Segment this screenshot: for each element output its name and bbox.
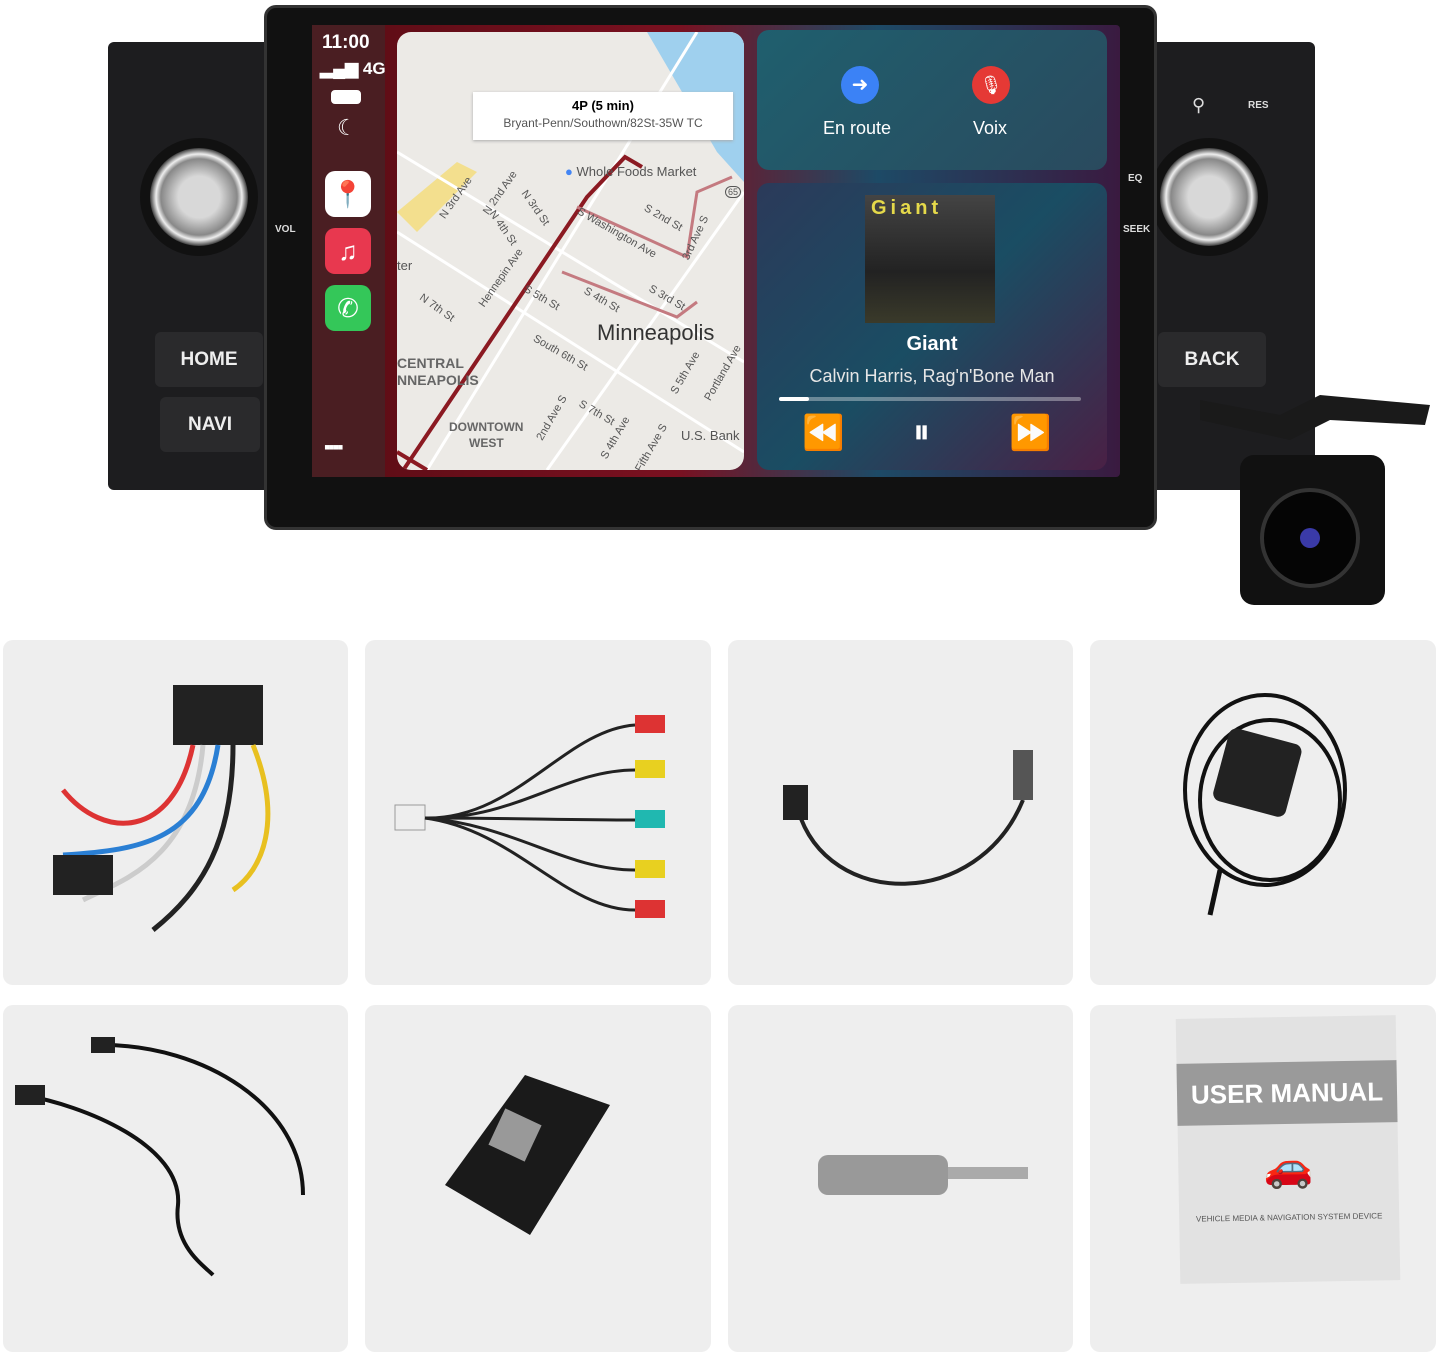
album-art: Giant [865,195,995,323]
directions-icon[interactable]: ➜ [841,66,879,104]
accessory-user-manual: USER MANUAL 🚗 VEHICLE MEDIA & NAVIGATION… [1090,1005,1436,1352]
accessory-rca-cable [365,640,711,985]
track-artist: Calvin Harris, Rag'n'Bone Man [809,366,1055,386]
album-art-title: Giant [871,197,943,219]
en-route-label[interactable]: En route [823,118,892,138]
backup-camera [1200,395,1430,605]
fast-forward-icon[interactable]: ⏩ [1009,414,1052,452]
manual-booklet: USER MANUAL 🚗 VEHICLE MEDIA & NAVIGATION… [1175,1015,1401,1284]
app-grid-icon[interactable]: ▪▪▪▪ [324,437,343,457]
navigation-widget: ➜ En route 🎙 Voix [757,30,1107,170]
district-label: NNEAPOLIS [397,372,479,388]
district-label: U.S. Bank [681,428,740,443]
phone-app-icon[interactable]: ✆ [325,285,371,331]
moon-icon: ☾ [337,115,357,140]
route-callout[interactable]: 4P (5 min) Bryant-Penn/Southown/82St-35W… [473,92,733,140]
accessory-antenna-adapter [728,640,1073,985]
volume-knob[interactable] [140,138,258,256]
signal-icon: ▂▄▆ [320,59,363,78]
navi-button[interactable]: NAVI [160,397,260,452]
manual-title: USER MANUAL [1176,1060,1398,1126]
battery-icon [331,90,361,104]
voice-label[interactable]: Voix [973,118,1008,138]
highway-shield: 65 [725,186,742,198]
microphone-icon[interactable]: 🎙 [972,66,1010,104]
car-outline-icon: 🚗 [1263,1145,1314,1191]
home-button[interactable]: HOME [155,332,263,387]
poi-label[interactable]: ● Whole Foods Market [565,164,696,179]
rewind-icon[interactable]: ⏪ [802,414,845,452]
accessory-usb-cable [3,1005,348,1352]
accessory-power-harness [3,640,348,985]
seek-label: SEEK [1123,224,1151,235]
accessory-canbus-decoder [365,1005,711,1352]
playback-progress[interactable] [779,397,1081,401]
city-label: Minneapolis [597,320,715,345]
district-label: CENTRAL [397,355,464,371]
accessory-antenna-plug [728,1005,1073,1352]
back-button[interactable]: BACK [1158,332,1266,387]
callout-subtitle: Bryant-Penn/Southown/82St-35W TC [503,116,703,130]
vol-label: VOL [275,224,296,235]
shopping-pin-icon: ● [565,164,573,179]
manual-subtitle: VEHICLE MEDIA & NAVIGATION SYSTEM DEVICE [1195,1211,1383,1224]
music-app-icon[interactable]: ♫ [325,228,371,274]
maps-app-icon[interactable]: 📍 [325,171,371,217]
location-pin-icon[interactable]: ⚲ [1192,95,1206,115]
callout-title: 4P (5 min) [572,98,634,113]
accessory-gps-antenna [1090,640,1436,985]
map-view[interactable]: 4P (5 min) Bryant-Penn/Southown/82St-35W… [397,32,744,470]
network-label: 4G [362,59,386,78]
poi-name: Whole Foods Market [576,164,697,179]
street-label: ter [397,258,413,273]
eq-label: EQ [1128,173,1143,184]
res-label: RES [1248,100,1269,111]
status-network: ▂▄▆ 4G [320,59,386,79]
district-label: DOWNTOWN [449,420,524,434]
now-playing-widget: Giant Giant Calvin Harris, Rag'n'Bone Ma… [757,183,1107,470]
district-label: WEST [469,436,504,450]
progress-fill [779,397,810,401]
status-time: 11:00 [322,32,370,53]
track-title: Giant [906,333,958,355]
seek-knob[interactable] [1150,138,1268,256]
pause-icon[interactable]: ⏸ [913,413,930,451]
